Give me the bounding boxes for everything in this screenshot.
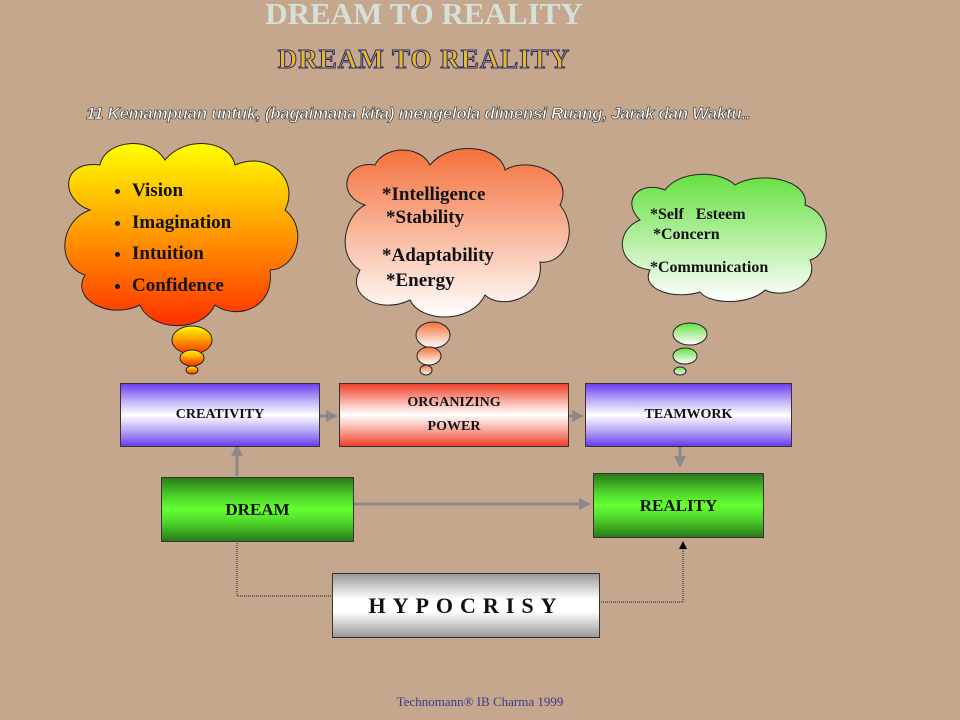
box-label: CREATIVITY	[175, 407, 265, 422]
cloud-item: *Intelligence	[382, 184, 486, 205]
cloud-organizing	[344, 148, 570, 376]
box-label: REALITY	[639, 495, 718, 515]
list-item: Vision	[132, 175, 231, 207]
cloud-teamwork	[622, 173, 827, 376]
box-label: TEAMWORK	[644, 407, 733, 422]
box-label: ORGANIZING	[407, 395, 501, 410]
box-label: HYPOCRISY	[368, 592, 564, 618]
cloud-item: *Stability	[386, 207, 465, 228]
list-item: Intuition	[132, 238, 231, 270]
box-label: POWER	[427, 419, 481, 434]
cloud-item: *Concern	[653, 226, 720, 243]
teamwork-box: TEAMWORK	[585, 383, 792, 447]
list-item: Imagination	[132, 207, 231, 239]
footer-credit: Technomann® IB Charma 1999	[396, 694, 564, 709]
subtitle: DREAM TO REALITY	[277, 44, 571, 75]
cloud-creativity-list: Vision Imagination Intuition Confidence	[82, 175, 231, 301]
list-item: Confidence	[132, 270, 231, 302]
box-label: DREAM	[225, 499, 290, 519]
organizing-power-box: ORGANIZING POWER	[339, 383, 569, 447]
title: DREAM TO REALITY	[265, 0, 583, 31]
cloud-item: *Self Esteem	[650, 206, 746, 223]
reality-box: REALITY	[593, 473, 764, 538]
flow-arrows	[231, 410, 686, 510]
cloud-item: *Energy	[386, 270, 455, 291]
cloud-item: *Adaptability	[382, 245, 494, 266]
hypocrisy-box: HYPOCRISY	[332, 573, 600, 638]
cloud-item: *Communication	[650, 259, 769, 276]
creativity-box: CREATIVITY	[120, 383, 320, 447]
dream-box: DREAM	[161, 477, 354, 542]
hypocrisy-connectors	[236, 541, 687, 603]
cloud-creativity	[64, 143, 299, 375]
tagline: 11 Kemampuan untuk, (bagaimana kita) men…	[86, 104, 751, 124]
